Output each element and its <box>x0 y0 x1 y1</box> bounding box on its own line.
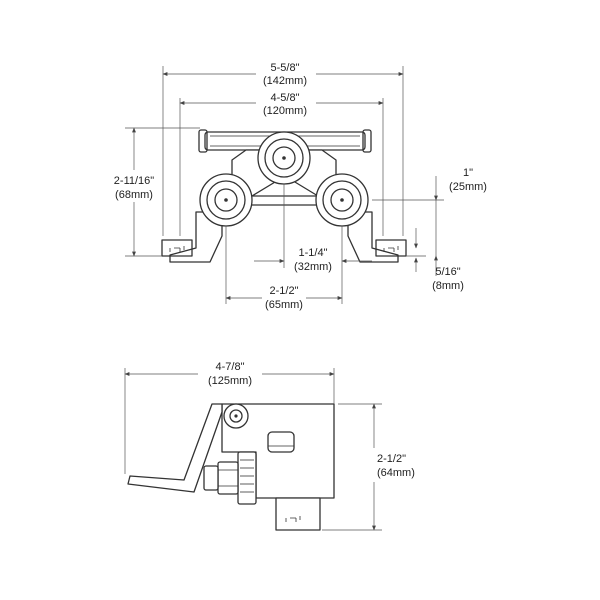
overall-width-imperial: 5-5/8" <box>271 62 300 74</box>
body-height-imperial: 2-1/2" <box>377 453 406 465</box>
overall-depth-metric: (125mm) <box>208 375 252 387</box>
center-spacing-imperial: 2-1/2" <box>270 285 299 297</box>
body-height-metric: (64mm) <box>377 467 415 479</box>
front-dimension-lines <box>132 72 438 300</box>
top-offset-imperial: 1" <box>463 167 473 179</box>
inner-width-metric: (120mm) <box>263 105 307 117</box>
top-port <box>257 131 311 185</box>
overall-width-metric: (142mm) <box>263 75 307 87</box>
inlet-spacing-metric: (32mm) <box>294 261 332 273</box>
front-extension-lines <box>125 66 444 304</box>
height-imperial: 2-11/16" <box>114 175 154 187</box>
side-dimension-labels: 4-7/8" (125mm) 2-1/2" (64mm) <box>208 361 415 479</box>
left-inlet-port <box>199 173 253 227</box>
inner-width-imperial: 4-5/8" <box>271 92 300 104</box>
top-offset-metric: (25mm) <box>449 181 487 193</box>
valve-body-side <box>127 403 335 531</box>
foot-offset-metric: (8mm) <box>432 280 464 292</box>
center-spacing-metric: (65mm) <box>265 299 303 311</box>
front-dimension-labels: 5-5/8" (142mm) 4-5/8" (120mm) 2-11/16" (… <box>114 62 487 311</box>
overall-depth-imperial: 4-7/8" <box>216 361 245 373</box>
foot-offset-imperial: 5/16" <box>435 266 460 278</box>
right-inlet-port <box>315 173 369 227</box>
side-dimension-lines <box>124 372 376 531</box>
inlet-spacing-imperial: 1-1/4" <box>299 247 328 259</box>
front-view: 5-5/8" (142mm) 4-5/8" (120mm) 2-11/16" (… <box>114 62 487 311</box>
side-view: 4-7/8" (125mm) 2-1/2" (64mm) <box>124 361 415 531</box>
height-metric: (68mm) <box>115 189 153 201</box>
